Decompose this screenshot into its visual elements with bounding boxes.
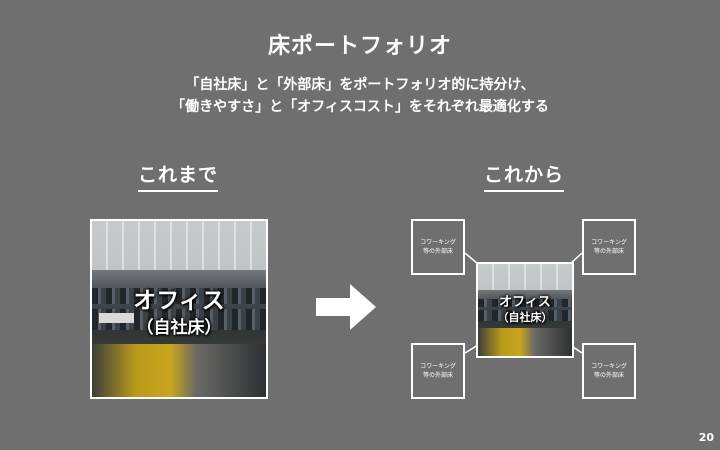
photo-floor <box>92 344 266 397</box>
external-space-line-1: コワーキング <box>420 363 456 370</box>
external-space-line-2: 等の外部床 <box>593 372 624 379</box>
subtitle-line-2: 「働きやすさ」と「オフィスコスト」をそれぞれ最適化する <box>171 99 549 115</box>
office-label: オフィス <box>133 288 225 314</box>
external-space-line-1: コワーキング <box>591 239 627 246</box>
office-sublabel: （自社床） <box>497 311 553 324</box>
photo-desk-row <box>478 298 572 308</box>
office-photo-after: オフィス （自社床） <box>476 262 574 358</box>
external-space-line-2: 等の外部床 <box>422 372 453 379</box>
external-space-box: コワーキング 等の外部床 <box>411 219 465 275</box>
photo-ceiling <box>478 264 572 290</box>
after-heading: これから <box>484 160 565 192</box>
external-space-box: コワーキング 等の外部床 <box>582 343 636 399</box>
external-space-line-1: コワーキング <box>591 363 627 370</box>
photo-desk-row <box>478 310 572 322</box>
external-space-line-2: 等の外部床 <box>422 248 453 255</box>
office-label: オフィス <box>499 295 551 310</box>
page-number: 20 <box>698 431 714 444</box>
external-space-box: コワーキング 等の外部床 <box>411 343 465 399</box>
office-sublabel: （自社床） <box>136 318 222 338</box>
photo-desk-row <box>92 309 266 331</box>
photo-ceiling <box>92 221 266 271</box>
external-space-line-2: 等の外部床 <box>593 248 624 255</box>
photo-desk <box>98 312 134 324</box>
photo-desk-row <box>92 287 266 304</box>
subtitle-line-1: 「自社床」と「外部床」をポートフォリオ的に持分け、 <box>185 77 535 93</box>
right-arrow-icon <box>316 284 376 330</box>
slide-subtitle: 「自社床」と「外部床」をポートフォリオ的に持分け、 「働きやすさ」と「オフィスコ… <box>0 74 720 118</box>
office-photo-before: オフィス （自社床） <box>90 219 268 399</box>
before-heading: これまで <box>138 160 219 192</box>
external-space-line-1: コワーキング <box>420 239 456 246</box>
photo-floor <box>478 328 572 356</box>
slide-title: 床ポートフォリオ <box>267 34 452 59</box>
external-space-box: コワーキング 等の外部床 <box>582 219 636 275</box>
